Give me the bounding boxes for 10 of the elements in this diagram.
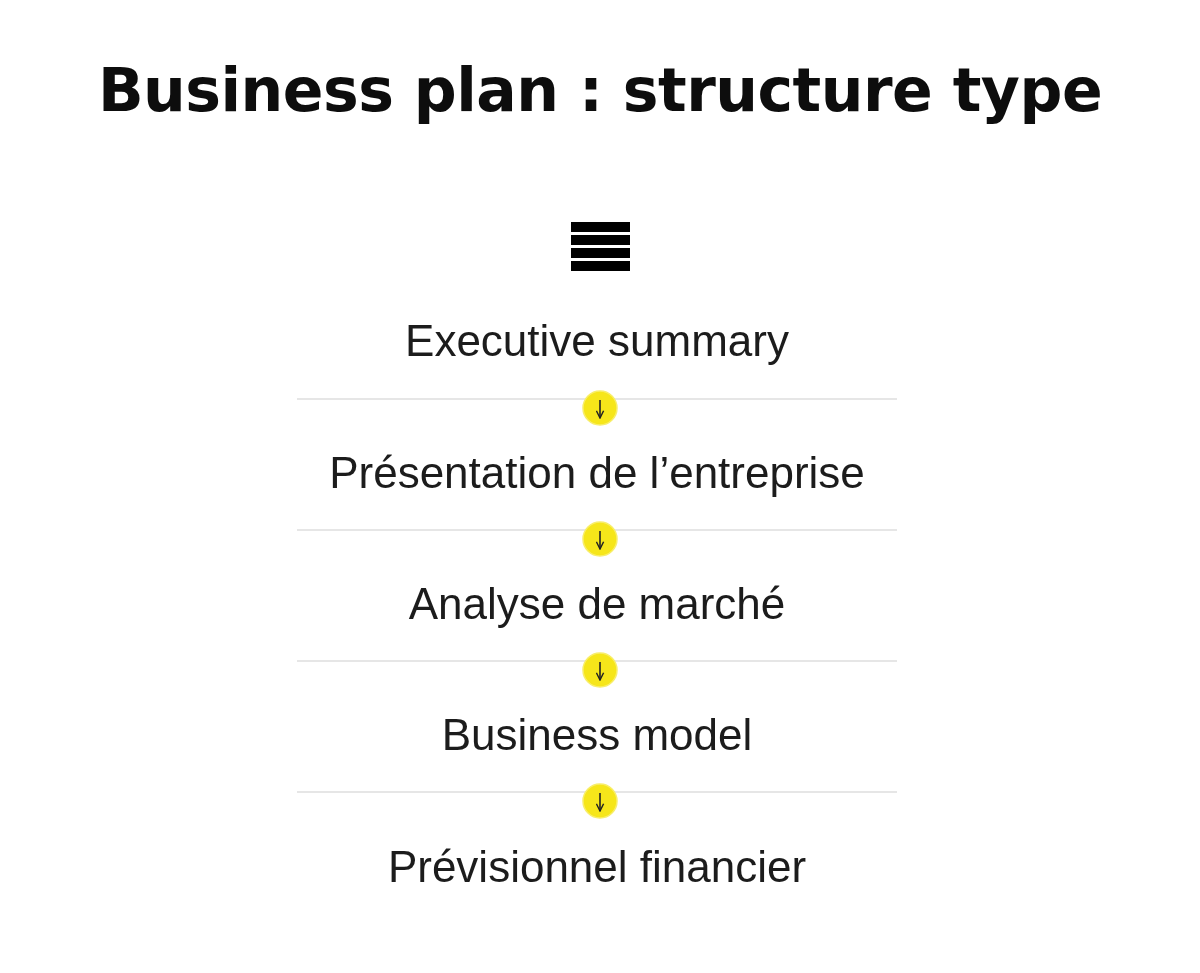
arrow [595, 530, 605, 550]
arrow [595, 661, 605, 681]
step-label: Business model [441, 709, 753, 762]
step-label: Analyse de marché [408, 578, 786, 631]
step-label: Présentation de l’entreprise [329, 447, 865, 500]
step-label: Prévisionnel financier [387, 840, 807, 893]
arrow [595, 792, 605, 812]
step-label: Executive summary [405, 315, 789, 368]
arrow [595, 399, 605, 419]
title: Business plan : structure type [97, 56, 1103, 125]
